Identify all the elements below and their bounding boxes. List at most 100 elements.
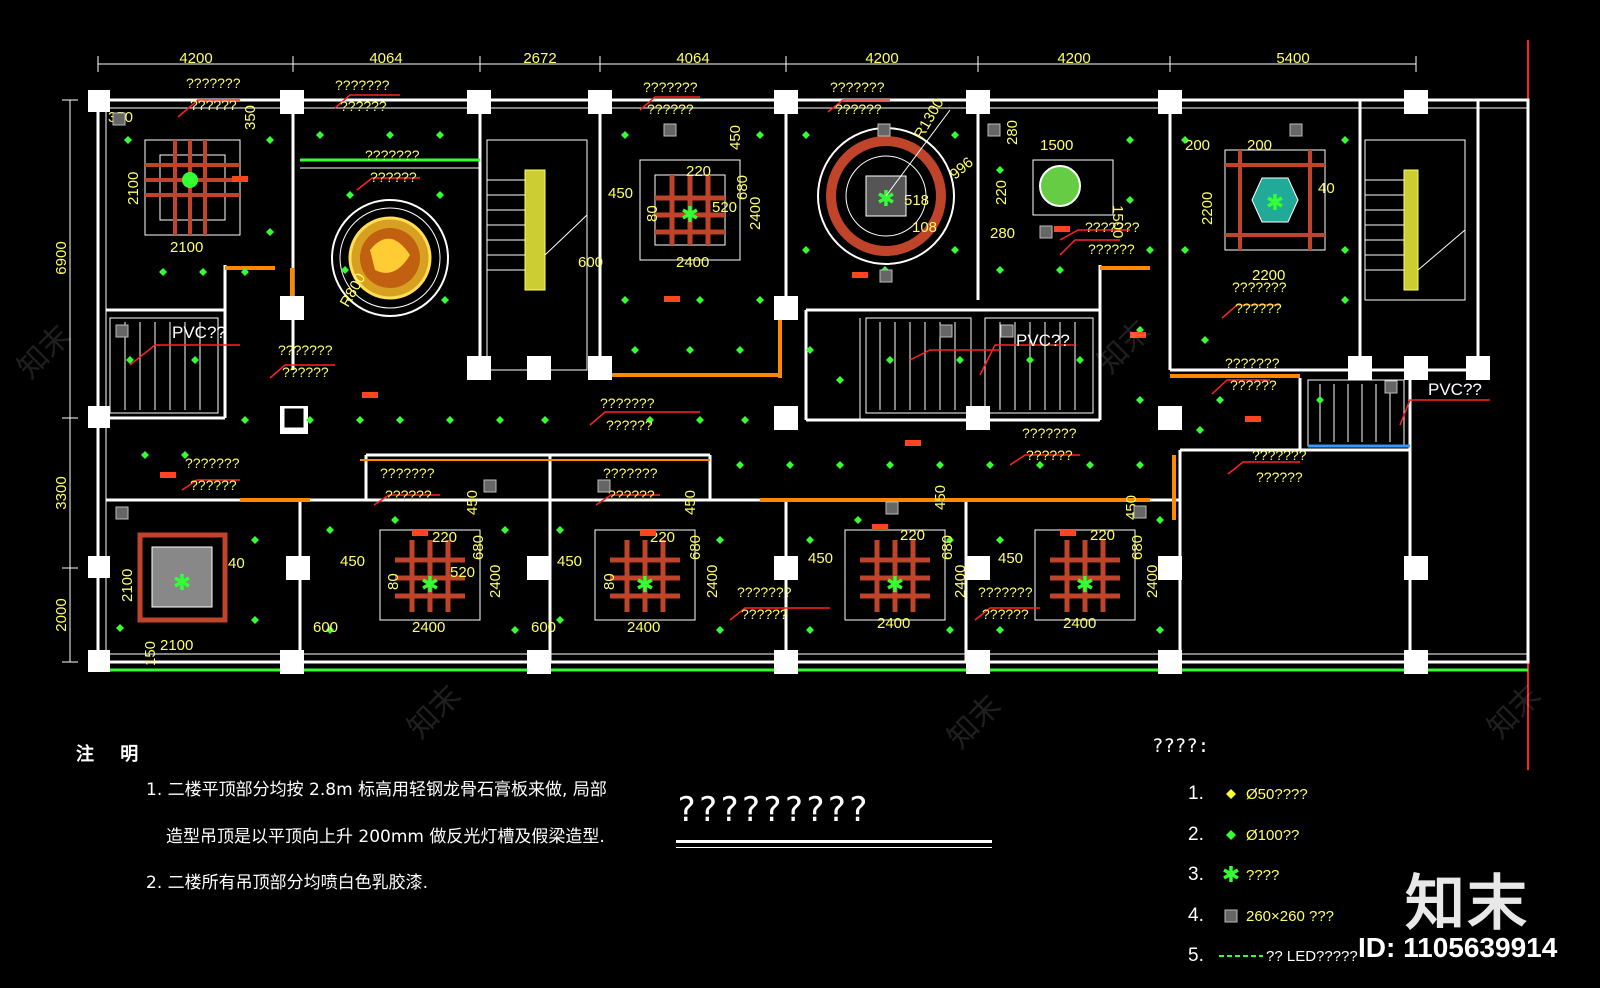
downlight-marker xyxy=(621,131,629,139)
fixture-dim: 600 xyxy=(531,619,556,636)
downlight-marker xyxy=(1076,356,1084,364)
room-label: ?????? xyxy=(606,417,653,433)
ceiling-feature-room1 xyxy=(144,139,241,236)
watermark-logo: 知末 xyxy=(1405,869,1529,939)
downlight-marker xyxy=(391,516,399,524)
downlight-marker xyxy=(836,461,844,469)
room-label: ?????? xyxy=(608,487,655,503)
downlight-marker xyxy=(1136,461,1144,469)
downlight-marker xyxy=(1341,246,1349,254)
room-label: ?????? xyxy=(340,98,387,114)
room-label: ??????? xyxy=(600,395,655,411)
fixture-dim: 2100 xyxy=(119,569,136,602)
downlight-marker xyxy=(341,266,349,274)
downlight-marker xyxy=(316,131,324,139)
fixture-dim: 280 xyxy=(990,225,1015,242)
downlight-marker xyxy=(756,131,764,139)
downlight-marker xyxy=(356,416,364,424)
note-line-1: 1. 二楼平顶部分均按 2.8m 标高用轻钢龙骨石膏板来做, 局部 xyxy=(146,780,607,800)
downlight-marker xyxy=(266,136,274,144)
fixture-dim: 220 xyxy=(900,527,925,544)
downlight-marker xyxy=(1126,136,1134,144)
downlight-marker xyxy=(181,451,189,459)
svg-text:✱: ✱ xyxy=(173,570,191,595)
legend-item: 5. ?? LED????? xyxy=(1188,944,1358,968)
walls xyxy=(96,98,1530,664)
room-label: ??????? xyxy=(978,584,1033,600)
legend-title: ????: xyxy=(1152,735,1210,757)
ceiling-feature-room-b1: ✱ xyxy=(639,159,741,261)
fixture-dim: 520 xyxy=(450,564,475,581)
fixture-dim: 450 xyxy=(932,485,949,510)
pvc-hatch-center xyxy=(865,317,1094,414)
downlight-marker xyxy=(141,451,149,459)
fixture-dim: 1500 xyxy=(1040,137,1073,154)
fixture-dim: 450 xyxy=(682,490,699,515)
legend-item: 4. 260×260 ??? xyxy=(1188,904,1334,928)
legend-number: 3. xyxy=(1188,864,1204,885)
downlight-marker xyxy=(326,626,334,634)
downlight-marker xyxy=(854,516,862,524)
fixture-dim: 108 xyxy=(912,219,937,236)
downlight-marker xyxy=(736,461,744,469)
fixture-dim: 680 xyxy=(939,535,956,560)
fixture-dim: 2400 xyxy=(877,615,910,632)
section-tags xyxy=(160,176,1261,536)
ceiling-feature-room-d: ✱ xyxy=(1224,149,1326,251)
fixture-dim: 200 xyxy=(1185,137,1210,154)
downlight-marker xyxy=(191,356,199,364)
fixture-dim: R1300 xyxy=(911,95,948,142)
fixture-dim: 450 xyxy=(808,550,833,567)
fixture-dim: 680 xyxy=(687,535,704,560)
top-dim-3: 2672 xyxy=(523,50,556,67)
legend-number: 4. xyxy=(1188,905,1204,926)
fixture-dim: 450 xyxy=(998,550,1023,567)
fixture-dim: 2100 xyxy=(125,172,142,205)
room-label: ?????? xyxy=(1256,469,1303,485)
downlight-marker xyxy=(802,131,810,139)
downlight-marker xyxy=(996,166,1004,174)
fixture-dim: 520 xyxy=(712,199,737,216)
downlight-marker xyxy=(696,416,704,424)
fixture-dim: 2400 xyxy=(627,619,660,636)
downlight-marker xyxy=(386,131,394,139)
fixture-dim: 2400 xyxy=(747,197,764,230)
downlight-marker xyxy=(951,246,959,254)
fixture-dim: 220 xyxy=(432,529,457,546)
downlight-marker xyxy=(716,626,724,634)
top-dim-1: 4200 xyxy=(179,50,212,67)
ceiling-feature-room-c xyxy=(1032,159,1114,216)
room-label: ?????? xyxy=(370,169,417,185)
fixture-dim: 220 xyxy=(1090,527,1115,544)
downlight-marker xyxy=(806,346,814,354)
svg-text:知末: 知末 xyxy=(11,318,78,385)
fixture-dim: 2400 xyxy=(704,565,721,598)
downlight-marker xyxy=(936,461,944,469)
fixture-dim: 80 xyxy=(385,573,402,590)
downlight-marker xyxy=(786,461,794,469)
downlight-marker xyxy=(802,246,810,254)
pvc-label: PVC?? xyxy=(172,323,226,342)
fixture-dim: 2400 xyxy=(1063,615,1096,632)
room-label: ?????? xyxy=(385,487,432,503)
fixture-dim: 600 xyxy=(578,254,603,271)
downlight-marker xyxy=(306,416,314,424)
legend-text: Ø100?? xyxy=(1246,826,1300,844)
downlight-marker xyxy=(1196,426,1204,434)
room-label: ?????? xyxy=(1088,241,1135,257)
room-label: ?????? xyxy=(190,97,237,113)
room-label: ?????? xyxy=(1230,377,1277,393)
svg-text:✱: ✱ xyxy=(636,572,654,597)
room-label: ?????? xyxy=(190,477,237,493)
downlight-marker xyxy=(556,616,564,624)
downlight-marker xyxy=(1181,246,1189,254)
downlight-marker xyxy=(124,136,132,144)
led-strip-icon xyxy=(1216,953,1266,959)
room-label: ??????? xyxy=(830,79,885,95)
top-dim-7: 5400 xyxy=(1276,50,1309,67)
downlight-marker xyxy=(1056,266,1064,274)
downlight-marker xyxy=(1156,516,1164,524)
small-downlight-icon xyxy=(1216,789,1246,799)
